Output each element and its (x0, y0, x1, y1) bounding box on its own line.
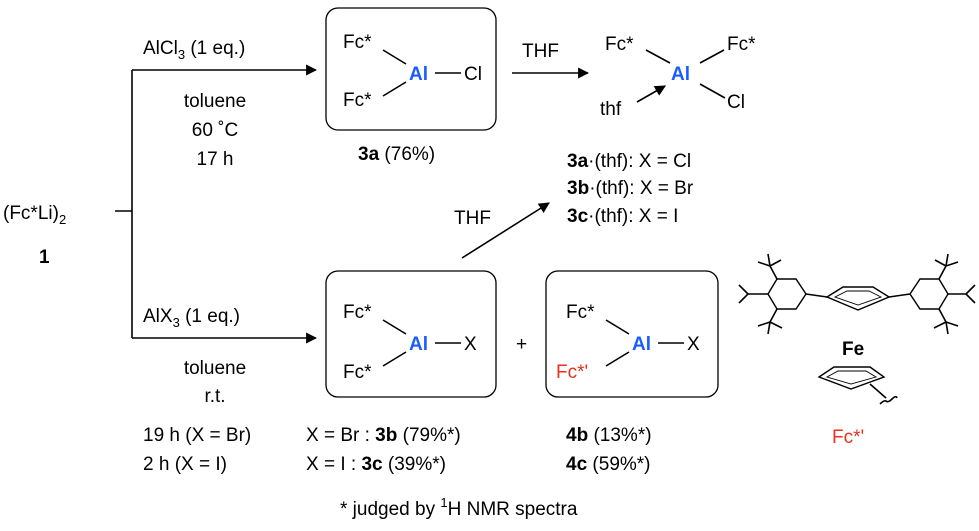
adduct-entry-3c: 3c·(thf): X = I (567, 206, 678, 227)
footnote: * judged by 1H NMR spectra (340, 495, 578, 520)
compound-3-box (325, 270, 497, 398)
product-row-3c: X = I : 3c (39%*) (306, 454, 446, 475)
thf-coordination-arrow (636, 85, 666, 103)
bond-3-bottom (382, 351, 407, 367)
left-tbu-top-a (757, 261, 771, 267)
compound-3a-cl: Cl (464, 64, 482, 85)
compound-3a-fc-bottom: Fc* (343, 90, 372, 111)
lower-time-br: 19 h (X = Br) (143, 425, 251, 446)
left-tbu-top-c (769, 259, 782, 267)
left-tbu-bottom-b (767, 321, 771, 335)
adduct-thf: thf (600, 99, 622, 120)
bond-3-top (382, 319, 407, 335)
thf-adduct-structure: Fc* Fc* Al Cl thf (600, 34, 756, 120)
thf-arrow-label: THF (522, 41, 559, 62)
bond-4-top (605, 319, 630, 335)
left-tbu-mid-b (738, 293, 749, 304)
wavy-attachment-icon (879, 395, 898, 405)
diagonal-thf-arrow (461, 202, 550, 259)
compound-4-structure: Fc* Fc*' Al X (545, 270, 719, 398)
right-tbu-top-bond (938, 265, 947, 280)
right-aryl-ring (909, 278, 949, 310)
right-tbu-bottom-c (933, 321, 947, 329)
plus-sign: + (516, 334, 527, 355)
left-tbu-top-b (767, 253, 771, 267)
compound-3-fc-bottom: Fc* (343, 362, 372, 383)
compound-4-al: Al (632, 334, 651, 355)
compound-3-structure: Fc* Fc* Al X (325, 270, 497, 398)
adduct-cl: Cl (727, 92, 745, 113)
reactant-formula: (Fc*Li)2 (3, 203, 66, 227)
diagonal-thf-label: THF (454, 208, 491, 229)
product-row-3b: X = Br : 3b (79%*) (306, 425, 461, 446)
adduct-entry-3a: 3a·(thf): X = Cl (567, 151, 691, 172)
compound-3a-fc-top: Fc* (343, 32, 372, 53)
bond-adduct-left (645, 49, 671, 64)
lower-condition-solvent: toluene (184, 358, 246, 379)
product-row-4c: 4c (59%*) (566, 454, 651, 475)
left-tbu-bottom-bond (769, 308, 778, 323)
compound-3-fc-top: Fc* (343, 302, 372, 323)
ferrocene-fe: Fe (842, 339, 864, 360)
lower-condition-temperature: r.t. (204, 386, 225, 407)
left-tbu-bottom-c (769, 321, 783, 329)
compound-4-box (545, 270, 719, 398)
compound-4-fc-bottom: Fc*' (556, 362, 588, 383)
right-tbu-bottom-a (945, 321, 959, 327)
ferrocene-fc-prime-structure: Fe Fc*' (738, 253, 976, 448)
upper-condition-time: 17 h (197, 149, 234, 170)
left-aryl-bond (805, 293, 828, 298)
left-aryl-ring (767, 278, 807, 310)
bond-4-bottom (605, 351, 630, 367)
reactant-number: 1 (39, 247, 50, 268)
compound-3-al: Al (409, 334, 428, 355)
adduct-al: Al (671, 64, 690, 85)
ferrocene-label: Fc*' (832, 427, 864, 448)
right-tbu-bottom-bond (938, 308, 947, 323)
right-tbu-top-a (945, 261, 959, 267)
compound-4-x: X (687, 334, 700, 355)
right-tbu-top-c (934, 259, 947, 267)
right-aryl-bond (888, 293, 911, 298)
adduct-entry-3b: 3b·(thf): X = Br (567, 178, 694, 199)
attachment-bond (869, 383, 887, 399)
compound-3-x: X (464, 334, 477, 355)
product-row-4b: 4b (13%*) (566, 425, 652, 446)
compound-3a-structure: Fc* Fc* Al Cl (325, 7, 497, 131)
compound-4-fc-top: Fc* (566, 302, 595, 323)
compound-3a-box (325, 7, 497, 131)
left-tbu-top-bond (769, 265, 778, 280)
compound-3a-caption: 3a (76%) (358, 144, 435, 165)
right-tbu-mid-b (965, 293, 976, 304)
upper-condition-solvent: toluene (184, 91, 246, 112)
right-tbu-mid-a (965, 284, 976, 295)
lower-cp-inner (825, 370, 878, 385)
right-tbu-top-b (945, 253, 949, 267)
left-tbu-mid-a (738, 284, 749, 295)
adduct-fc-left: Fc* (605, 34, 634, 55)
bond-3a-bottom (382, 81, 407, 97)
upper-cp-inner (833, 290, 883, 306)
right-tbu-bottom-b (945, 321, 949, 335)
lower-time-i: 2 h (X = I) (143, 454, 227, 475)
lower-reagent: AlX3 (1 eq.) (143, 306, 240, 330)
adduct-fc-right: Fc* (727, 34, 756, 55)
bond-adduct-cl (699, 83, 726, 99)
bond-adduct-right (699, 49, 725, 64)
bond-3a-top (382, 49, 407, 65)
compound-3a-al: Al (409, 64, 428, 85)
left-tbu-bottom-a (757, 321, 771, 327)
upper-condition-temperature: 60 ˚C (192, 120, 238, 141)
upper-reagent: AlCl3 (1 eq.) (143, 38, 245, 62)
